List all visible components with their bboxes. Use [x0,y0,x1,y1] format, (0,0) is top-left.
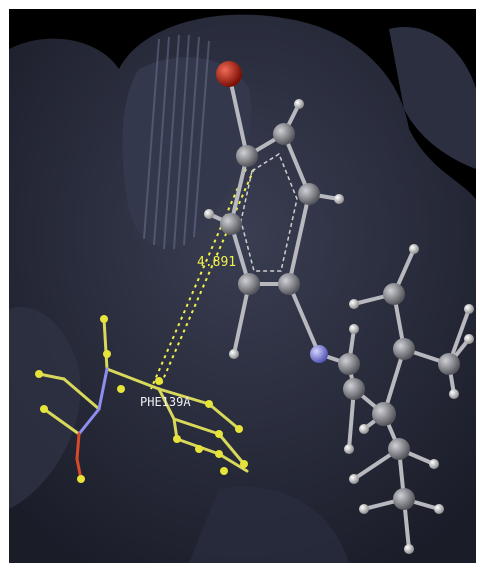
distance-label: 4.891 [197,255,237,270]
nitrogen-atom [310,345,328,363]
distance-line-2 [150,168,247,390]
residue-phe139 [35,315,249,483]
ligand-atoms [204,61,474,554]
distance-line [158,168,255,390]
molecule-scene [9,14,476,563]
oxygen-atom [216,61,242,87]
residue-label: PHE139A [140,395,191,409]
molecular-viewer-image: 4.891 PHE139A [9,9,476,563]
